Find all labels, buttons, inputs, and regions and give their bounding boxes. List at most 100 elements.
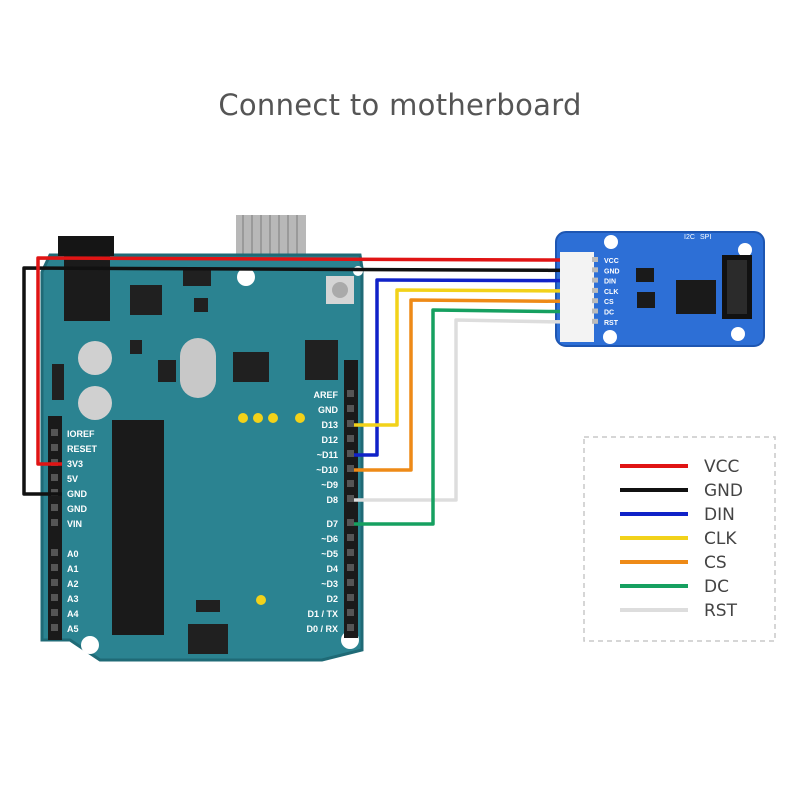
header-pin	[347, 564, 354, 571]
power-pin-label: GND	[67, 489, 88, 499]
digital-pin-label: D12	[321, 435, 338, 445]
analog-pin-label: A5	[67, 624, 79, 634]
wire-din	[354, 278, 549, 457]
header-pin	[347, 480, 354, 487]
power-pin-label: GND	[67, 504, 88, 514]
header-pin	[347, 549, 354, 556]
power-pin-label: 3V3	[67, 459, 83, 469]
diode	[183, 268, 211, 286]
voltage-regulator	[130, 285, 162, 315]
header-pin	[347, 534, 354, 541]
mount-hole	[237, 268, 255, 286]
power-pin-label: VIN	[67, 519, 82, 529]
digital-pin-label: GND	[318, 405, 339, 415]
digital-pin-label: D2	[326, 594, 338, 604]
icsp-header	[188, 624, 228, 654]
mount-hole	[81, 636, 99, 654]
header-pin	[51, 579, 58, 586]
header-pin	[51, 594, 58, 601]
capacitor	[78, 341, 112, 375]
header-pin	[347, 420, 354, 427]
digital-pin-label: D13	[321, 420, 338, 430]
module-pin	[592, 318, 598, 324]
digital-pin-label: ~D6	[321, 534, 338, 544]
microcontroller	[112, 420, 164, 635]
analog-pin-label: A0	[67, 549, 79, 559]
header-pin	[51, 624, 58, 631]
header-pin	[51, 474, 58, 481]
header-pin	[347, 519, 354, 526]
legend-label: CS	[704, 553, 727, 573]
page-title: Connect to motherboard	[218, 88, 582, 122]
silk-spi: SPI	[700, 234, 711, 241]
module-pcb	[555, 231, 765, 347]
digital-pin-label: AREF	[314, 390, 339, 400]
digital-pin-label: D7	[326, 519, 338, 529]
module-pin-label: VCC	[604, 258, 619, 265]
digital-pin-label: D8	[326, 495, 338, 505]
header-pin	[51, 564, 58, 571]
legend-label: RST	[704, 601, 738, 621]
header-pin	[51, 429, 58, 436]
digital-pin-label: ~D9	[321, 480, 338, 490]
driver-chip	[676, 280, 716, 314]
module-pin-label: GND	[604, 268, 620, 275]
wire-rst	[354, 318, 549, 502]
power-jack-top	[58, 236, 114, 256]
analog-pin-label: A1	[67, 564, 79, 574]
module-pin-label: DIN	[604, 279, 616, 286]
icsp-header	[305, 340, 338, 380]
legend-box	[583, 436, 776, 642]
module-pin	[592, 277, 598, 283]
digital-pin-label: D0 / RX	[306, 624, 338, 634]
module-pin	[592, 287, 598, 293]
wire-cs	[354, 298, 549, 472]
module-pin	[592, 257, 598, 262]
legend-label: GND	[704, 481, 743, 501]
digital-pin-label: ~D11	[317, 450, 338, 460]
module-pin-label: RST	[604, 320, 619, 327]
header-pin	[51, 549, 58, 556]
analog-pin-label: A4	[67, 609, 79, 619]
module-pin	[592, 298, 598, 304]
header-pin	[347, 390, 354, 397]
header-pin	[51, 444, 58, 451]
header-pin	[347, 579, 354, 586]
module-pin	[592, 308, 598, 314]
header-pin	[347, 435, 354, 442]
legend-label: CLK	[704, 529, 737, 549]
silk-i2c: I2C	[684, 234, 695, 241]
legend-label: DC	[704, 577, 729, 597]
analog-pin-label: A2	[67, 579, 79, 589]
crystal	[180, 338, 216, 398]
legend-label: VCC	[704, 457, 739, 477]
power-jack	[64, 256, 110, 321]
power-pin-label: IOREF	[67, 429, 95, 439]
wire-dc	[354, 308, 549, 526]
module-connector	[560, 252, 594, 342]
legend-label: DIN	[704, 505, 735, 525]
wire-vcc	[36, 256, 549, 466]
header-pin	[347, 624, 354, 631]
header-pin	[347, 405, 354, 412]
capacitor	[78, 386, 112, 420]
digital-pin-label: ~D10	[316, 465, 338, 475]
module-pin	[592, 267, 598, 273]
header-pin	[51, 609, 58, 616]
header-pin	[347, 609, 354, 616]
power-pin-label: RESET	[67, 444, 98, 454]
header-pin	[51, 504, 58, 511]
header-pin	[347, 594, 354, 601]
digital-pin-label: D1 / TX	[307, 609, 338, 619]
header-pin	[347, 465, 354, 472]
digital-pin-label: ~D3	[321, 579, 338, 589]
digital-pin-label: ~D5	[321, 549, 338, 559]
usb-chip	[233, 352, 269, 382]
module-pin-label: CS	[604, 299, 614, 306]
header-pin	[347, 495, 354, 502]
digital-pin-label: D4	[326, 564, 338, 574]
module-pin-label: CLK	[604, 289, 618, 296]
